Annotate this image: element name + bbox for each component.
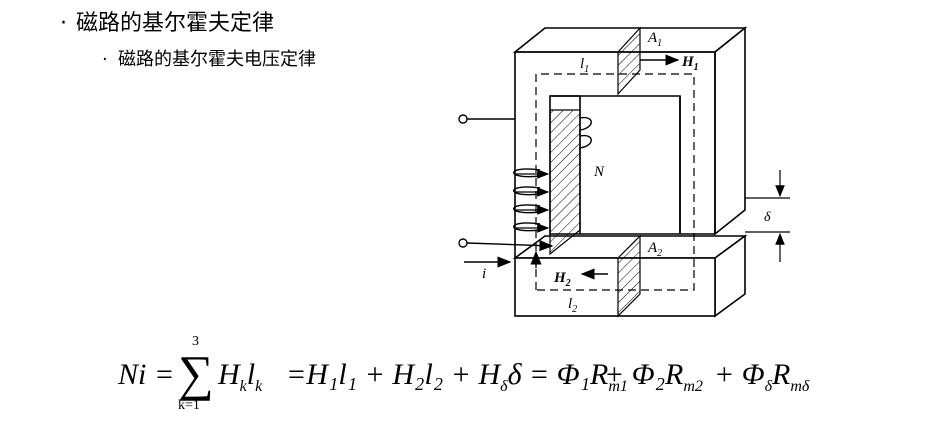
magnetic-circuit-diagram: A1 H1 l1 N δ A2 i H2 l2 (458, 26, 790, 318)
sum-lower-limit: k=1 (178, 398, 200, 413)
eq-rhs-3: + ΦδRmδ (714, 358, 810, 395)
mean-flux-path (535, 73, 695, 291)
sum-sign: ∑ (178, 345, 214, 401)
heading-title-text: 磁路的基尔霍夫定律 (76, 11, 275, 36)
air-gap-dimension (745, 170, 790, 262)
cross-section-A1 (617, 26, 641, 96)
eq-rhs-1: =H₁l₁ + H₂l₂ + Hδδ = Φ₁Rm1 (286, 358, 628, 395)
kirchhoff-equation: Ni = 3 ∑ k=1 Hklk =H₁l₁ + H₂l₂ + Hδδ = Φ… (118, 334, 838, 416)
label-A1: A1 (647, 30, 662, 49)
cross-section-A2 (617, 234, 641, 318)
bullet-dot: · (60, 11, 67, 36)
eq-sum-term: Hklk (218, 358, 263, 395)
label-l2: l2 (568, 296, 577, 315)
label-H1: H1 (681, 54, 699, 73)
coil-body (549, 109, 581, 256)
label-delta: δ (764, 210, 771, 225)
label-H2: H2 (553, 270, 571, 289)
label-A2: A2 (647, 240, 662, 259)
label-l1: l1 (580, 56, 589, 75)
heading-subtitle-text: 磁路的基尔霍夫电压定律 (118, 49, 316, 70)
eq-rhs-2: + Φ₂Rm2 (604, 358, 703, 395)
sum-upper-limit: 3 (192, 334, 199, 349)
label-i: i (482, 266, 486, 282)
lower-core (512, 234, 748, 318)
coil-arrows (516, 169, 550, 233)
eq-lhs: Ni (118, 358, 147, 391)
flux-arrows (530, 54, 680, 280)
eq-equals: = (156, 358, 173, 391)
heading-title: · 磁路的基尔霍夫定律 (60, 10, 274, 38)
bullet-dot: · (102, 49, 108, 70)
label-N: N (593, 164, 605, 180)
coil-turns (513, 116, 592, 232)
coil-leads (458, 114, 554, 268)
heading-subtitle: · 磁路的基尔霍夫电压定律 (102, 48, 316, 72)
